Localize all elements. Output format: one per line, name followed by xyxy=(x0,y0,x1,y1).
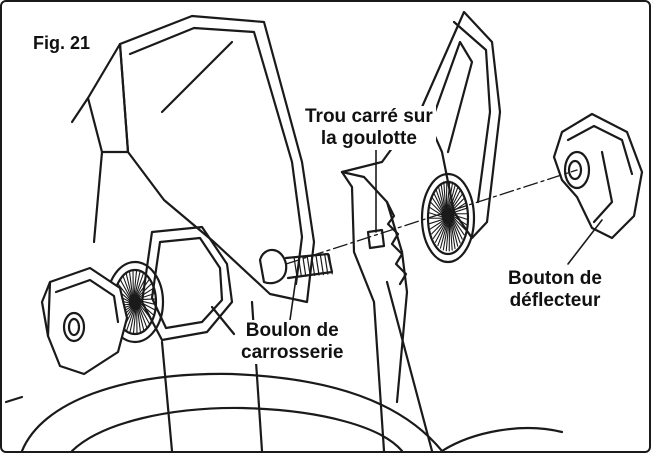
deflector-serrated-disk xyxy=(420,172,476,264)
square-hole-label-line-1: Trou carré sur xyxy=(305,106,433,127)
serration-line xyxy=(122,276,132,299)
serration-line xyxy=(450,220,459,247)
serration-line xyxy=(451,219,461,244)
serration-line xyxy=(447,181,454,210)
serration-line xyxy=(440,182,446,211)
serration-line xyxy=(139,301,155,311)
left-knob xyxy=(40,266,129,376)
serration-line xyxy=(138,288,154,299)
serration-line xyxy=(449,221,453,251)
serration-line xyxy=(443,181,447,211)
deflector-knob-label-line-1: Bouton de xyxy=(508,268,602,289)
carriage-bolt-label-line-2: carrosserie xyxy=(241,342,344,363)
serration-line xyxy=(452,216,466,231)
bolt-thread-line xyxy=(302,255,307,277)
serration-line xyxy=(135,273,144,296)
serration-line xyxy=(139,298,156,301)
serration-line xyxy=(129,271,134,297)
left-bracket xyxy=(140,225,236,342)
serration-line xyxy=(431,220,446,235)
serration-line xyxy=(452,215,467,226)
serration-line xyxy=(448,185,459,210)
serration-line xyxy=(450,221,456,250)
bolt-thread-line xyxy=(324,254,329,275)
serration-line xyxy=(451,218,463,240)
bolt-thread-line xyxy=(311,255,316,276)
leader-lines xyxy=(289,149,603,321)
serration-line xyxy=(139,303,153,321)
bolt-thread-line xyxy=(293,256,298,278)
serration-line xyxy=(139,302,154,316)
carriage-bolt-label: Boulon de carrosserie xyxy=(238,320,347,364)
serration-line xyxy=(451,202,467,213)
bolt-thread-line xyxy=(319,254,324,276)
left-serrated-disk xyxy=(105,260,165,344)
square-hole xyxy=(366,228,386,250)
serration-line xyxy=(445,222,450,252)
carriage-bolt-label-line-1: Boulon de xyxy=(245,320,339,341)
serration-line xyxy=(138,305,148,328)
serration-line xyxy=(129,308,136,333)
serration-line xyxy=(138,304,150,325)
bolt-thread-line xyxy=(315,254,320,276)
serration-line xyxy=(437,222,448,247)
serration-line xyxy=(137,283,152,298)
serration-line xyxy=(136,279,150,297)
left-chute xyxy=(70,14,316,304)
serration-line xyxy=(136,275,147,296)
serration-line xyxy=(451,207,468,214)
serration-line xyxy=(452,217,465,236)
deflector-knob-label-line-2: déflecteur xyxy=(509,290,601,311)
serration-line xyxy=(432,221,446,239)
serration-line xyxy=(134,271,141,296)
deflector-knob-label: Bouton de déflecteur xyxy=(505,268,605,312)
serration-line xyxy=(126,308,135,331)
serration-line xyxy=(435,188,445,213)
serration-line xyxy=(133,270,138,296)
serration-line xyxy=(431,196,444,215)
bolt-thread-line xyxy=(328,254,333,275)
serration-line xyxy=(125,273,133,298)
serration-line xyxy=(437,185,446,212)
serration-line xyxy=(428,218,445,225)
chute-body xyxy=(340,170,434,451)
chute-serrated-edge xyxy=(385,200,408,286)
serration-line xyxy=(442,222,449,251)
serration-line xyxy=(429,219,445,230)
serration-line xyxy=(434,221,447,243)
serration-line xyxy=(452,214,468,220)
serration-line xyxy=(450,193,464,211)
square-hole-label-line-2: la goulotte xyxy=(320,128,417,149)
serration-line xyxy=(450,197,465,212)
serration-line xyxy=(139,300,156,305)
serration-line xyxy=(132,308,137,334)
serration-line xyxy=(430,201,444,216)
serration-line xyxy=(120,279,132,300)
serration-line xyxy=(446,180,451,210)
serration-line xyxy=(433,192,445,214)
deflector-knob xyxy=(552,112,644,240)
serration-line xyxy=(137,306,145,331)
bolt-thread-line xyxy=(306,255,311,277)
serration-line xyxy=(448,183,457,210)
serration-line xyxy=(136,307,141,333)
square-hole-label: Trou carré sur la goulotte xyxy=(302,106,436,150)
serration-line xyxy=(449,189,462,211)
serration-line xyxy=(138,293,155,300)
serration-line xyxy=(439,222,448,249)
assembly-axis xyxy=(285,169,578,265)
figure-title: Fig. 21 xyxy=(30,32,94,54)
